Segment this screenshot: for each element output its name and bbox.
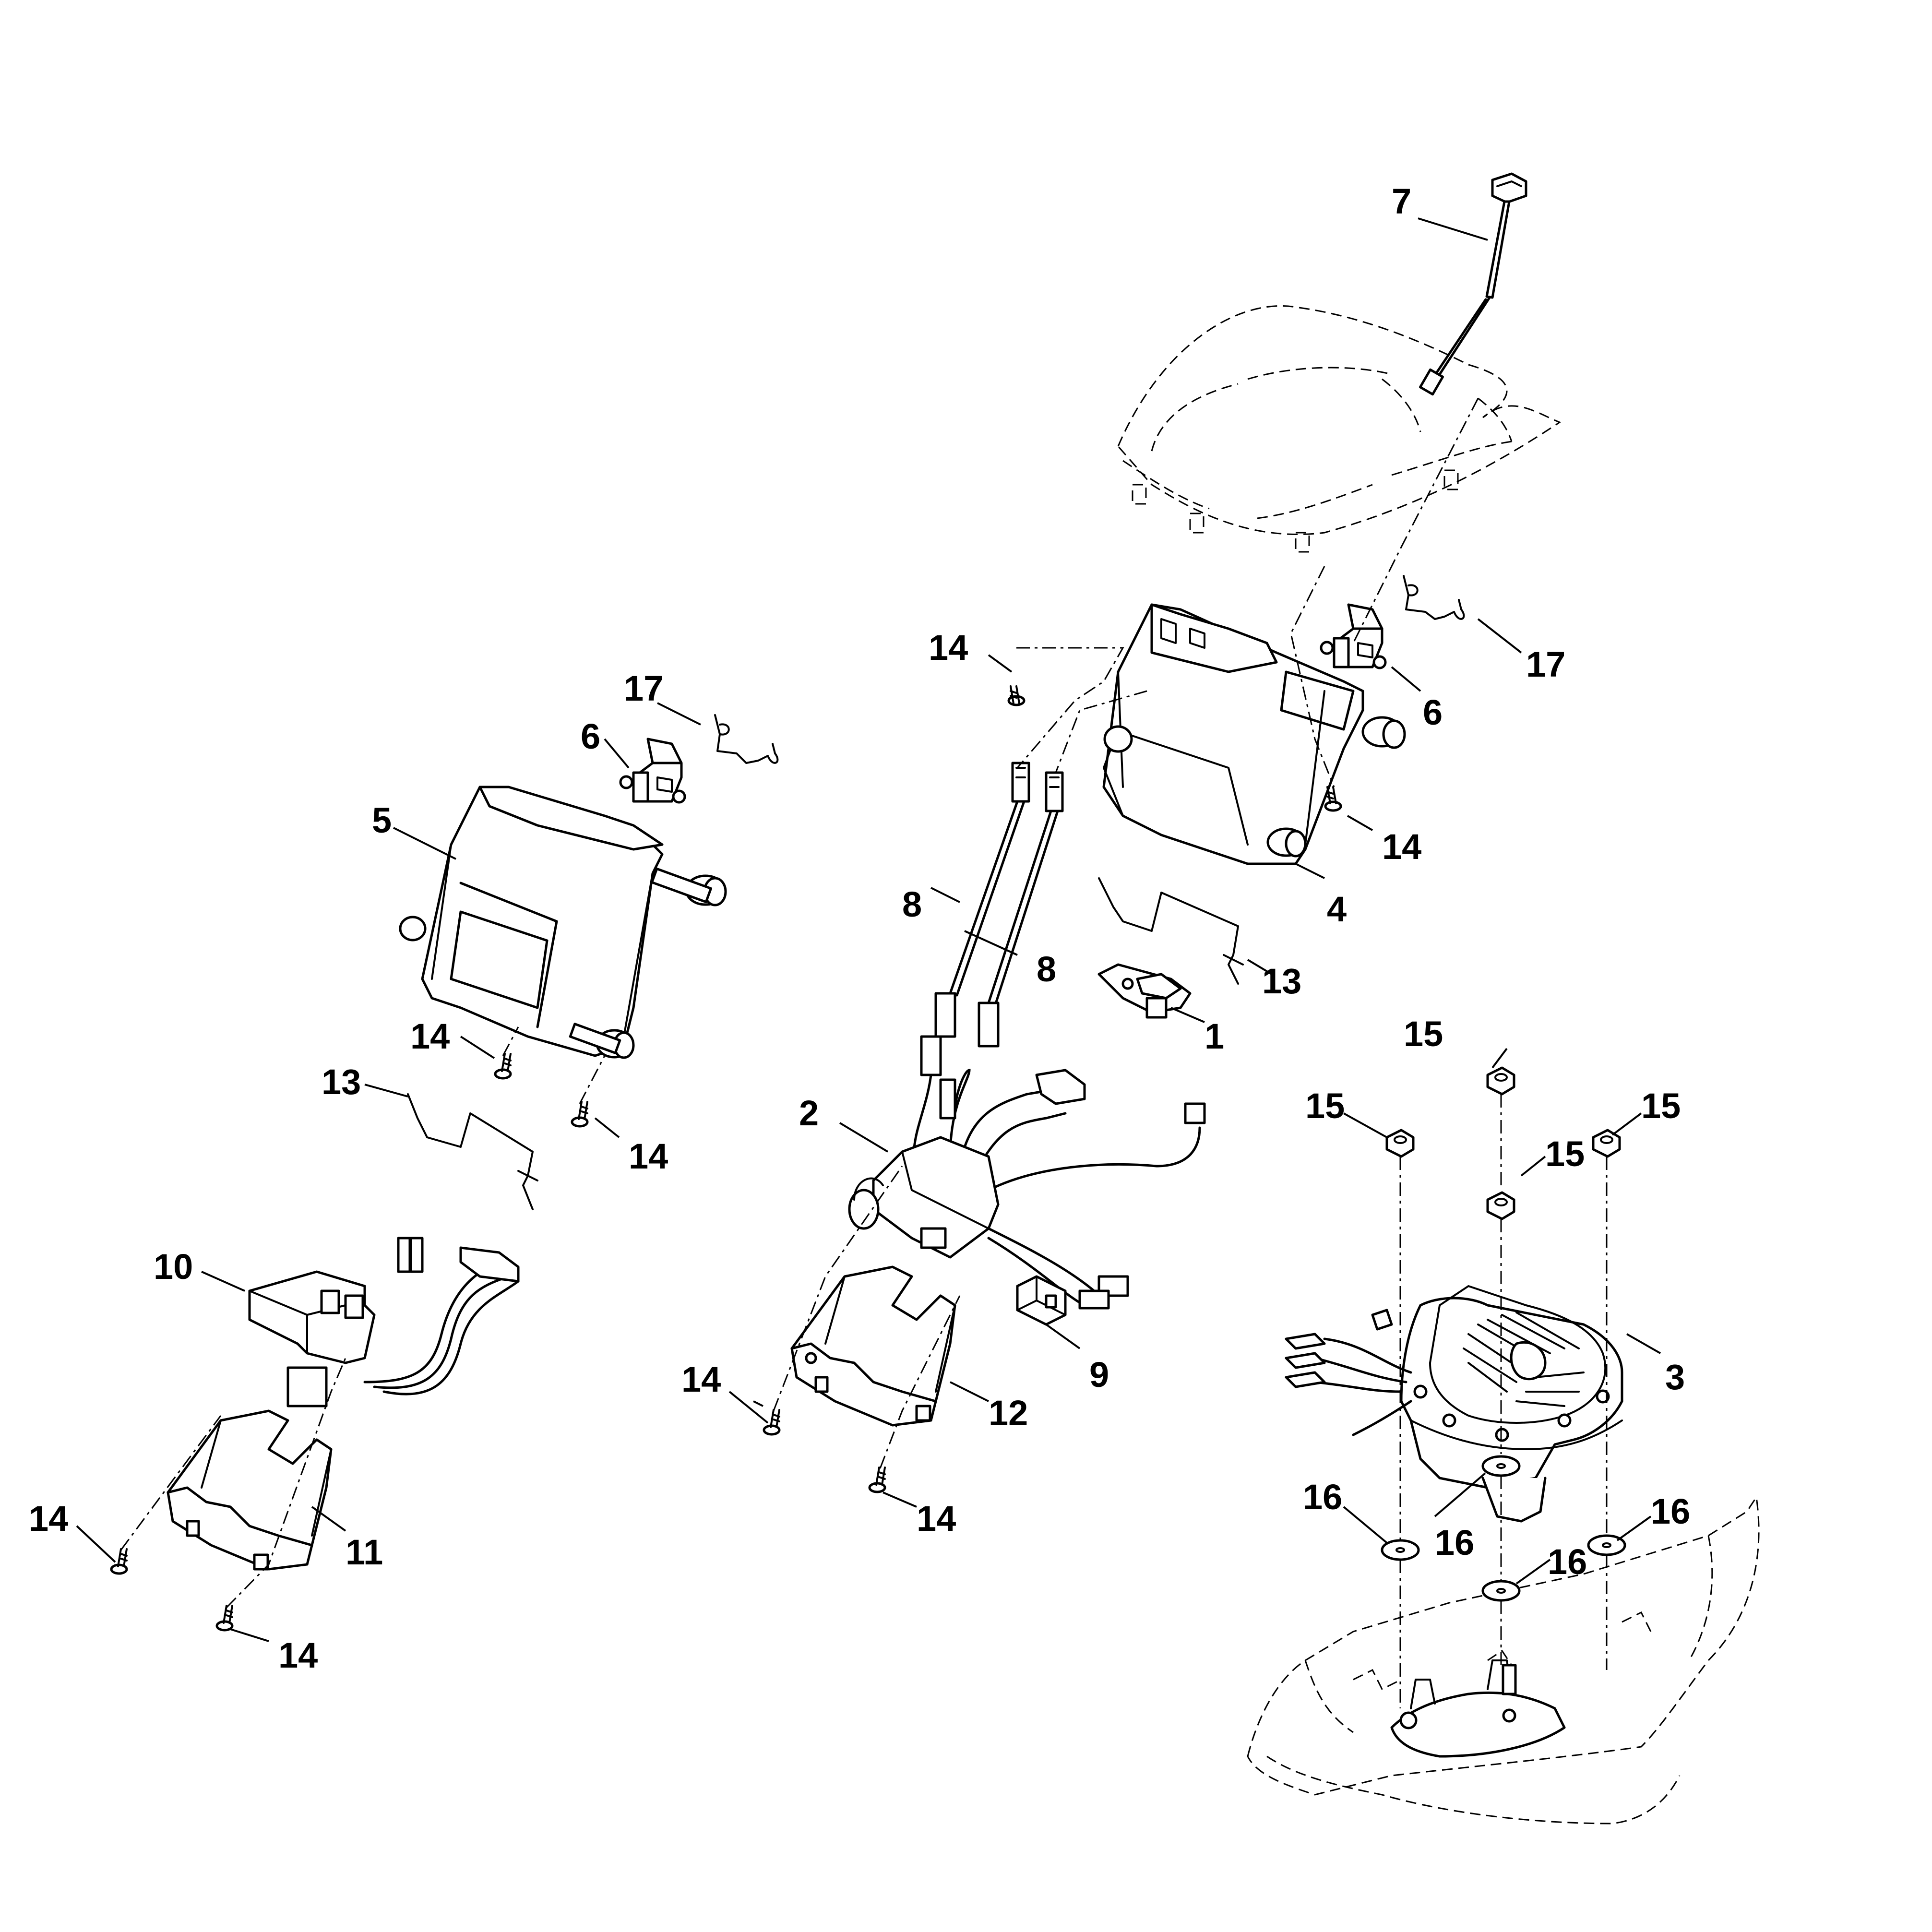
part-13-wire-bracket-right [1098,877,1244,985]
label-8-a: 8 [902,884,922,924]
part-17-spring-left [714,714,779,764]
part-8-cable-left [934,762,1030,1038]
part-1-connector-plate [1097,963,1192,1019]
label-8-b: 8 [1037,949,1056,989]
label-15-left: 15 [1305,1086,1345,1126]
upper-housing-ghost [1117,305,1562,553]
lower-housing-ghost [1247,1495,1760,1825]
label-14-e: 14 [681,1360,721,1399]
label-14-c: 14 [410,1016,450,1056]
label-9: 9 [1089,1355,1109,1395]
label-14-h: 14 [278,1635,318,1675]
part-9-block [1016,1275,1067,1326]
part-15-nut-center [1486,1191,1515,1220]
part-14-screw-g [110,1548,128,1575]
part-5-battery-compartment-left [399,786,727,1059]
part-2-wiring-harness [848,1035,1206,1310]
part-12-holder-center [790,1265,956,1427]
part-13-wire-bracket-left [407,1093,538,1210]
part-17-spring-right [1403,575,1465,620]
label-10: 10 [154,1247,193,1287]
part-10-connector-block [248,1237,520,1407]
label-1: 1 [1205,1016,1224,1056]
part-14-screw-b [1324,786,1342,812]
label-12: 12 [989,1393,1028,1433]
label-2: 2 [799,1093,819,1133]
part-8-cable-right [978,771,1064,1048]
label-6-right: 6 [1423,692,1443,732]
label-16-d: 16 [1548,1542,1587,1582]
label-16-c: 16 [1651,1491,1690,1531]
label-3: 3 [1665,1357,1685,1397]
leader-lines [76,217,1661,1642]
part-14-screw-e [763,1409,781,1436]
assembly-lines [120,398,1608,1708]
part-15-nut-top [1486,1066,1515,1096]
label-16-b: 16 [1435,1523,1474,1562]
label-17-left: 17 [624,668,663,708]
label-13-right: 13 [1262,961,1301,1001]
label-13-left: 13 [322,1062,361,1102]
part-4-battery-compartment-right [1102,603,1406,865]
label-14-g: 14 [29,1499,68,1538]
label-4: 4 [1327,889,1347,929]
label-7: 7 [1392,181,1411,221]
part-11-holder-left [167,1409,333,1571]
label-15-right: 15 [1641,1086,1681,1126]
label-15-center: 15 [1545,1134,1585,1174]
label-11: 11 [346,1532,383,1572]
part-14-screw-f [868,1467,886,1493]
label-16-a: 16 [1303,1477,1342,1517]
part-15-nut-right [1592,1129,1621,1158]
label-5: 5 [372,800,392,840]
part-15-nut-left [1385,1129,1415,1158]
label-17-right: 17 [1526,644,1565,684]
part-14-screw-d [571,1101,589,1128]
part-14-screw-a [1007,685,1026,706]
part-16-washer-top [1481,1455,1521,1477]
part-16-washer-left [1381,1539,1420,1561]
part-6-latch-right [1320,603,1387,669]
part-3-motor [1285,1285,1623,1523]
part-14-screw-h [215,1605,234,1632]
label-14-a: 14 [929,628,968,668]
label-15-top: 15 [1404,1014,1443,1054]
callout-labels: 7 14 17 6 14 4 13 1 8 8 17 6 5 14 14 13 … [29,181,1690,1675]
part-16-washer-bottom [1481,1580,1521,1602]
label-14-b: 14 [1382,827,1421,867]
part-7-switch-cable [1419,172,1527,396]
label-6-left: 6 [581,716,600,756]
part-14-screw-c [494,1053,512,1080]
label-14-f: 14 [917,1499,956,1538]
label-14-d: 14 [629,1136,668,1176]
part-6-latch-left [619,738,686,804]
